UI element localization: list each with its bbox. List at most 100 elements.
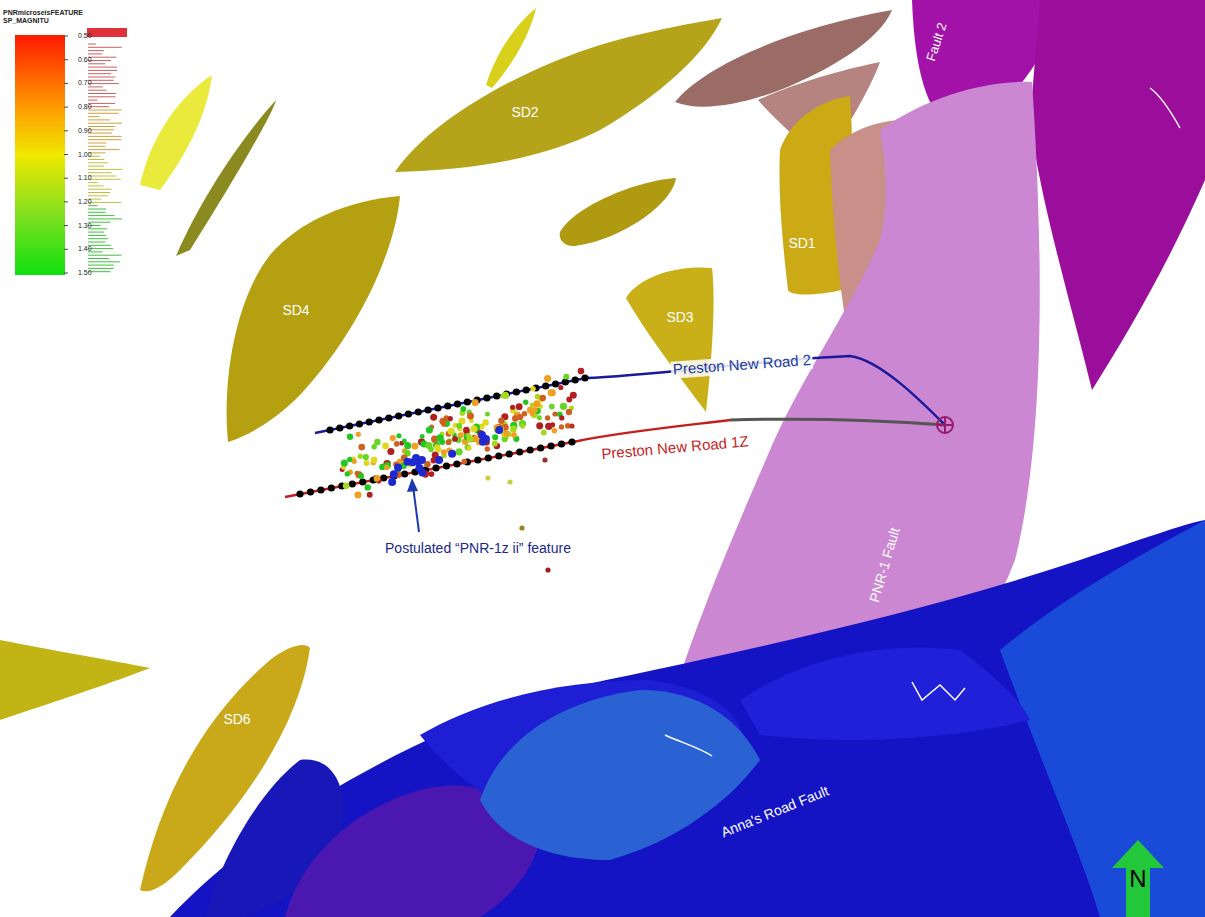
fault-label: SD4 [282, 303, 309, 318]
event-dot [511, 432, 517, 438]
event-dash [88, 218, 122, 219]
stage-dot [296, 490, 303, 497]
event-dot [418, 456, 426, 464]
fault-surface [480, 690, 760, 860]
event-dot [441, 449, 447, 455]
scale-value: 0.50 [78, 32, 92, 40]
scale-value: 1.10 [78, 174, 92, 182]
event-dot [549, 389, 556, 396]
event-dot [495, 426, 503, 434]
event-dot [396, 433, 401, 438]
tick [64, 59, 68, 60]
stage-dot [349, 480, 356, 487]
scale-value: 1.00 [78, 151, 92, 159]
stage-dot [366, 418, 373, 425]
stage-dot [558, 440, 565, 447]
event-dot [448, 428, 455, 435]
event-dash [88, 126, 115, 127]
event-dot [415, 464, 423, 472]
well-trajectory [730, 419, 945, 425]
stage-dot [506, 450, 513, 457]
event-dot [403, 458, 411, 466]
event-dot [560, 403, 567, 410]
event-dot [532, 407, 538, 413]
surface-mark [912, 682, 965, 700]
event-dot [510, 405, 515, 410]
fault-surface [560, 178, 676, 246]
scale-value: 1.40 [78, 245, 92, 253]
event-dash [88, 162, 108, 163]
event-dot [371, 457, 378, 464]
tick [64, 201, 68, 202]
event-dot [347, 434, 353, 440]
event-dash [88, 47, 122, 48]
event-dash [88, 268, 114, 269]
event-dash [88, 53, 102, 54]
event-dot [429, 471, 435, 477]
event-dot [460, 406, 466, 412]
wellhead-symbol [937, 417, 953, 433]
legend-title: PNRmicroseisFEATURE SP_MAGNITU [3, 9, 83, 24]
well-label: Preston New Road 1Z [599, 433, 751, 463]
event-dot [498, 418, 504, 424]
event-dot [510, 425, 517, 432]
event-dot [559, 415, 564, 420]
stage-dot [474, 456, 481, 463]
event-dash [88, 50, 104, 51]
event-dash [88, 44, 96, 45]
scale-value: 0.80 [78, 103, 92, 111]
scale-value: 1.50 [78, 269, 92, 277]
stage-dot [493, 392, 500, 399]
event-dot [364, 460, 370, 466]
event-dot [563, 374, 569, 380]
stage-dot [424, 406, 431, 413]
event-dot [467, 445, 472, 450]
fault-label: SD3 [666, 310, 693, 325]
event-dash [88, 90, 106, 91]
event-dot [463, 427, 470, 434]
event-dash [88, 67, 117, 68]
event-dash [88, 100, 98, 101]
tick [64, 154, 68, 155]
event-dash [88, 96, 116, 97]
callout-label: Postulated “PNR-1z ii” feature [383, 541, 573, 556]
event-dot [467, 413, 474, 420]
stage-dot [336, 424, 343, 431]
stage-dot [547, 442, 554, 449]
stage-dot [537, 444, 544, 451]
event-dot [347, 457, 352, 462]
event-dot [552, 411, 557, 416]
tick [64, 273, 68, 274]
fault-surface [0, 640, 150, 720]
event-dash [88, 238, 108, 239]
fault-surface [395, 18, 722, 172]
event-dot [452, 436, 458, 442]
fault-surface [227, 196, 400, 442]
event-dash [88, 202, 121, 203]
leader-line [413, 486, 419, 532]
frac-stages [296, 374, 588, 497]
stage-dot [523, 386, 530, 393]
event-dash [88, 129, 114, 130]
event-dot [345, 471, 350, 476]
stage-dot [516, 448, 523, 455]
tick [64, 178, 68, 179]
event-dash [88, 143, 106, 144]
event-dash [88, 232, 104, 233]
event-dot [536, 422, 543, 429]
event-dash [88, 133, 112, 134]
fault-surface [176, 100, 276, 256]
well-trajectory [285, 420, 730, 497]
event-dash [88, 182, 98, 183]
stage-dot [317, 486, 324, 493]
event-dash [88, 116, 99, 117]
event-dash [88, 261, 120, 262]
fault-surface [140, 645, 310, 891]
event-dot [569, 423, 574, 428]
stage-dot [328, 484, 335, 491]
event-dash [88, 265, 114, 266]
scale-value: 0.70 [78, 80, 92, 88]
stage-dot [326, 426, 333, 433]
event-dash [88, 70, 117, 71]
stage-dot [495, 452, 502, 459]
